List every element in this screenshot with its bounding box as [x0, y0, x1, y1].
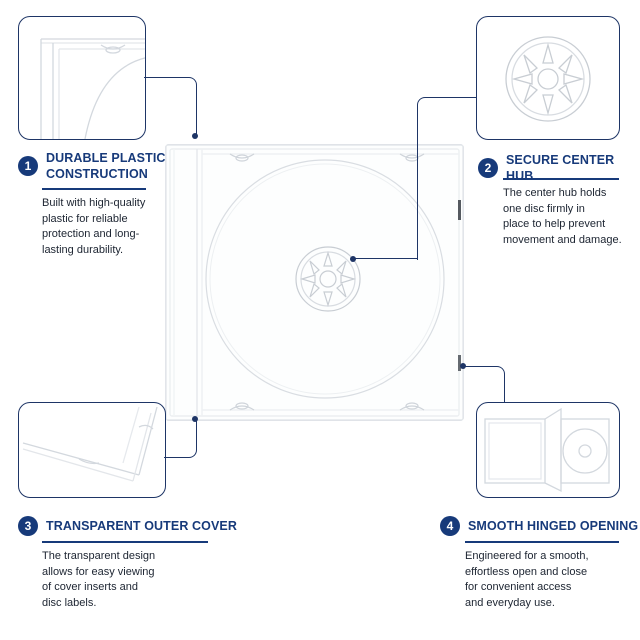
feature-4-title: SMOOTH HINGED OPENING — [468, 519, 639, 533]
feature-3-number-badge: 3 — [18, 516, 38, 536]
description-line: lasting durability. — [42, 243, 124, 256]
description-line: plastic for reliable — [42, 212, 128, 225]
connector-dot-1 — [192, 133, 198, 139]
connector-3 — [164, 419, 197, 458]
description-line: disc labels. — [42, 596, 97, 609]
feature-1-title-line1: DURABLE PLASTIC — [46, 151, 166, 165]
feature-2-description: The center hub holds one disc firmly in … — [503, 186, 622, 248]
connector-dot-2 — [350, 256, 356, 262]
connector-1 — [144, 77, 197, 137]
description-line: for convenient access — [465, 581, 572, 593]
description-line: movement and damage. — [503, 233, 622, 246]
feature-1-title: DURABLE PLASTIC CONSTRUCTION — [46, 150, 166, 182]
open-case-thumbnail — [476, 402, 620, 498]
feature-1-title-line2: CONSTRUCTION — [46, 167, 148, 181]
connector-2 — [417, 97, 477, 260]
feature-4-divider — [465, 541, 619, 543]
feature-3-description: The transparent design allows for easy v… — [42, 549, 155, 611]
cd-case-main-image — [165, 144, 464, 421]
feature-2-title: SECURE CENTER HUB — [506, 153, 615, 183]
feature-1-number-badge: 1 — [18, 156, 38, 176]
feature-3-divider — [42, 541, 208, 543]
feature-4-number-badge: 4 — [440, 516, 460, 536]
description-line: protection and long- — [42, 228, 140, 240]
description-line: allows for easy viewing — [42, 565, 155, 578]
connector-dot-4 — [460, 363, 466, 369]
connector-2b — [355, 258, 418, 259]
feature-2-heading: 2 SECURE CENTER HUB — [478, 152, 640, 184]
description-line: The transparent design — [42, 550, 156, 562]
cover-edge-thumbnail — [18, 402, 166, 498]
feature-3-heading: 3 TRANSPARENT OUTER COVER — [18, 516, 237, 536]
description-line: place to help prevent — [503, 218, 606, 230]
feature-1-description: Built with high-quality plastic for reli… — [42, 196, 145, 258]
center-hub-thumbnail — [476, 16, 620, 140]
feature-4-description: Engineered for a smooth, effortless open… — [465, 549, 589, 611]
description-line: Built with high-quality — [42, 197, 146, 209]
feature-4-heading: 4 SMOOTH HINGED OPENING — [440, 516, 638, 536]
description-line: and everyday use. — [465, 596, 555, 609]
description-line: one disc firmly in — [503, 202, 585, 215]
case-corner-thumbnail — [18, 16, 146, 140]
feature-1-heading: 1 DURABLE PLASTIC CONSTRUCTION — [18, 150, 166, 182]
connector-dot-3 — [192, 416, 198, 422]
feature-3-title: TRANSPARENT OUTER COVER — [46, 519, 237, 533]
feature-1-divider — [42, 188, 146, 190]
description-line: Engineered for a smooth, — [465, 550, 589, 562]
feature-2-number-badge: 2 — [478, 158, 498, 178]
description-line: effortless open and close — [465, 565, 588, 578]
connector-4 — [464, 366, 505, 403]
description-line: of cover inserts and — [42, 581, 138, 593]
description-line: The center hub holds — [503, 187, 607, 199]
feature-2-divider — [503, 178, 619, 180]
